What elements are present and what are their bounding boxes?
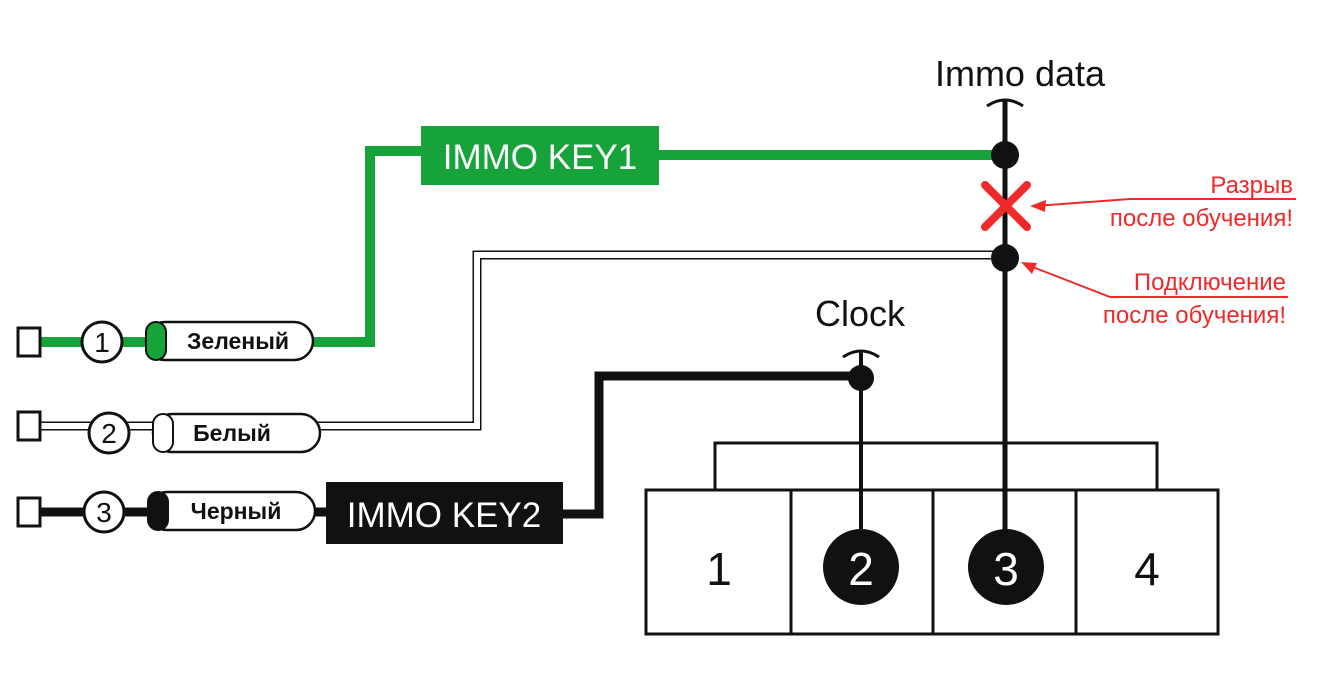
pin-1-label: 1	[706, 543, 732, 595]
wire-green: IMMO KEY1	[40, 126, 1005, 347]
wire-2-number-circle	[87, 411, 131, 455]
wire-3-tag: Черный	[146, 490, 317, 532]
wire-3-number: 3	[96, 497, 112, 528]
wire-1-tag: Зеленый	[144, 320, 315, 362]
wire-black: IMMO KEY2	[40, 371, 861, 544]
pin-3-label: 3	[993, 543, 1019, 595]
junction-key1	[991, 141, 1019, 169]
clock-label: Clock	[815, 293, 906, 334]
connector: 1 2 3 4	[644, 441, 1220, 636]
junction-clock	[848, 365, 874, 391]
wire-3-number-circle	[82, 490, 126, 534]
break-note-line2: после обучения!	[1110, 205, 1293, 232]
wire-1-end-terminal	[16, 326, 42, 358]
wire-1-tag-cap	[145, 321, 167, 361]
black-wire-path	[560, 371, 861, 519]
immo-key1-label: IMMO KEY1	[443, 138, 637, 177]
immo-data-terminal	[986, 98, 1024, 108]
wire-3-end-terminal	[16, 496, 42, 528]
junction-white	[991, 244, 1019, 272]
connect-arrow-icon	[1021, 262, 1037, 274]
immo-key2-label: IMMO KEY2	[347, 496, 541, 535]
clock-terminal	[842, 349, 880, 359]
pin-2-marker	[823, 529, 899, 605]
wire-2-tag: Белый	[151, 412, 322, 454]
wire-1-number: 1	[94, 327, 110, 358]
break-pointer-line	[1034, 198, 1296, 207]
connect-annotation: Подключение после обучения!	[1021, 262, 1288, 329]
connect-pointer-line	[1024, 263, 1288, 298]
break-arrow-icon	[1030, 200, 1046, 212]
break-x-icon	[981, 181, 1031, 231]
wire-2-tag-label: Белый	[193, 420, 271, 446]
wire-2-number: 2	[101, 418, 117, 449]
connector-latch	[713, 441, 1159, 490]
wire-1-number-circle	[80, 320, 124, 364]
wire-2-tag-cap	[152, 413, 174, 453]
immo-data-label: Immo data	[935, 53, 1106, 94]
green-wire-path	[40, 146, 423, 347]
wire-1-tag-label: Зеленый	[187, 328, 289, 354]
pin-2-label: 2	[848, 543, 874, 595]
connect-note-line1: Подключение	[1134, 269, 1286, 296]
pin-4-label: 4	[1134, 543, 1160, 595]
wire-2-end-terminal	[16, 410, 42, 442]
wire-3-tag-cap	[147, 491, 169, 531]
immo-data-line: Immo data	[935, 53, 1106, 530]
immo-key1-module	[421, 126, 659, 185]
immo-key2-module	[326, 482, 563, 544]
wire-3-tag-label: Черный	[191, 498, 282, 524]
break-annotation: Разрыв после обучения!	[1030, 172, 1296, 232]
connect-note-line2: после обучения!	[1103, 302, 1286, 329]
break-note-line1: Разрыв	[1210, 172, 1293, 199]
pin-3-marker	[968, 529, 1044, 605]
